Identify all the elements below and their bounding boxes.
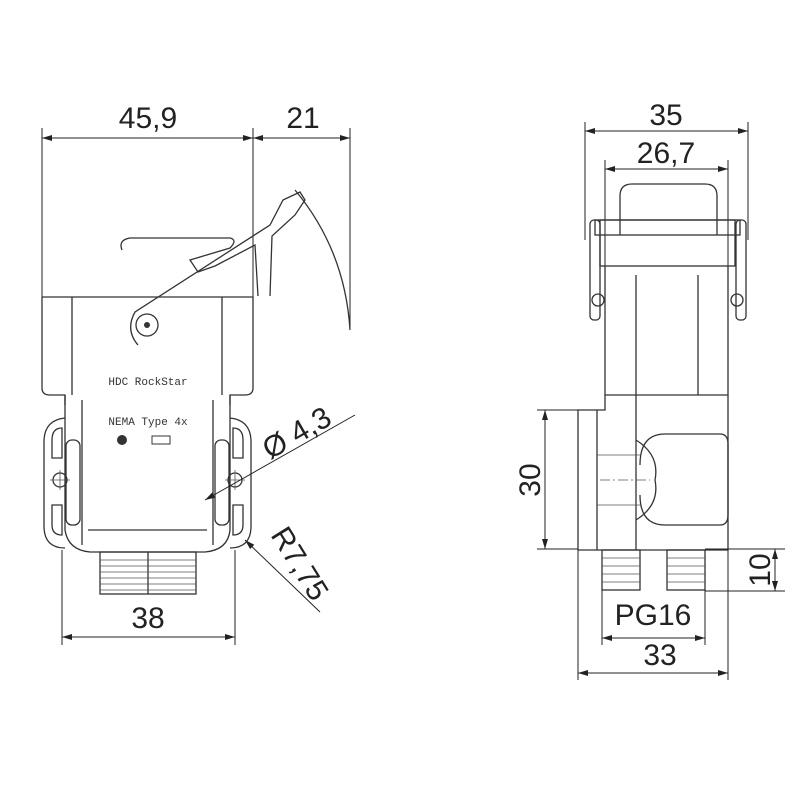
dim-side-base-width: 33	[643, 639, 676, 672]
front-view: 45,9 21 HDC RockStar NEMA Type 4x	[41, 102, 356, 645]
side-view: 35 26,7 30	[514, 99, 785, 680]
rating-label: NEMA Type 4x	[108, 417, 188, 429]
certification-logo-icon	[151, 435, 171, 445]
product-label: HDC RockStar	[108, 377, 187, 389]
dim-thread-length: 10	[744, 553, 777, 586]
thread	[99, 551, 197, 595]
dim-height: 30	[514, 463, 547, 496]
dim-hole: Ø 4,3	[257, 401, 337, 466]
dim-side-width: 35	[649, 99, 682, 132]
dim-lever: 21	[286, 102, 319, 135]
dim-base-width: 38	[131, 602, 164, 635]
lever-pivot	[135, 313, 159, 337]
dim-thread: PG16	[615, 599, 692, 632]
thread	[601, 549, 706, 591]
dim-inner-width: 26,7	[637, 137, 695, 170]
dim-width: 45,9	[119, 102, 177, 135]
certification-mark-icon	[117, 435, 127, 445]
dim-radius: R7,75	[264, 521, 334, 606]
